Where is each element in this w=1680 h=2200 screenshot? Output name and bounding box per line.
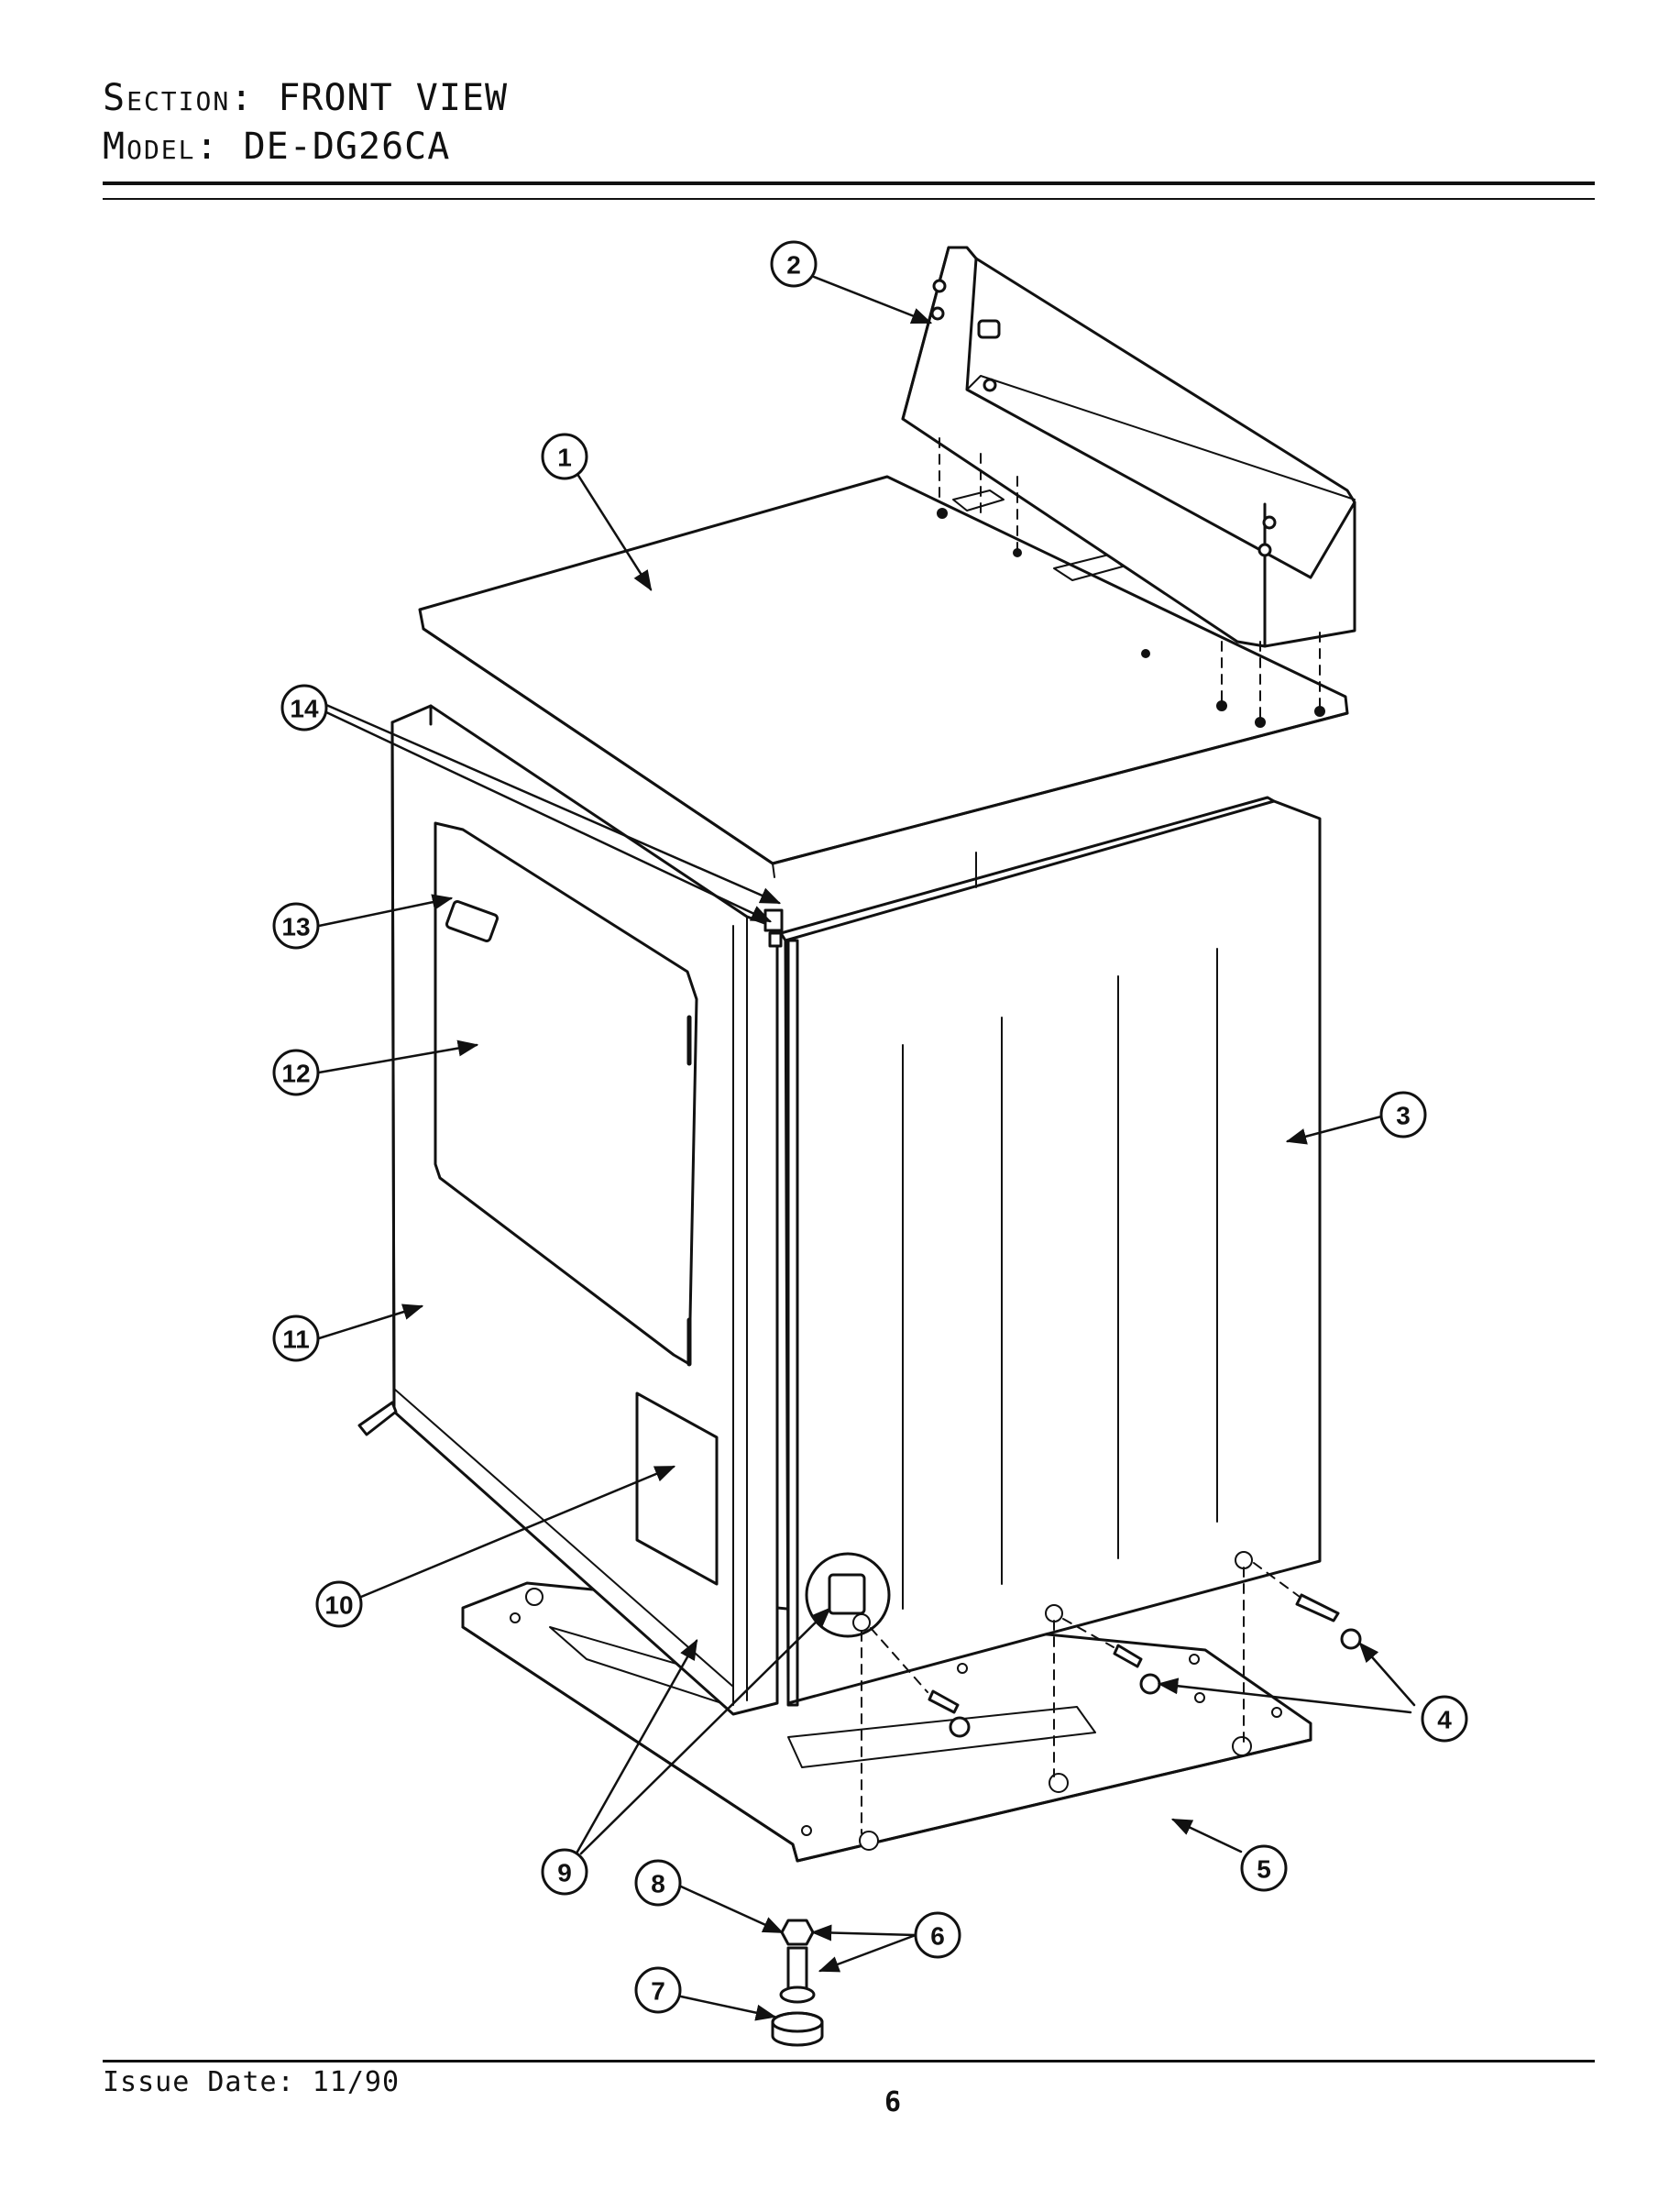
control-panel-part bbox=[901, 246, 1356, 648]
leader-5 bbox=[1170, 1818, 1243, 1854]
callout-circle-9 bbox=[541, 1848, 588, 1896]
section-line: Section: FRONT VIEW bbox=[103, 77, 508, 119]
leader-2 bbox=[812, 275, 933, 324]
rear-screws-part bbox=[928, 1593, 1362, 1738]
header-rule-thick bbox=[103, 182, 1595, 185]
leader-1 bbox=[574, 469, 653, 591]
leader-4b bbox=[1157, 1678, 1412, 1714]
callout-number-3: 3 bbox=[1396, 1102, 1411, 1130]
leader-12 bbox=[317, 1040, 479, 1074]
leader-7 bbox=[679, 1995, 777, 2021]
callout-number-8: 8 bbox=[651, 1870, 665, 1898]
model-line: Model: DE-DG26CA bbox=[103, 126, 450, 168]
leader-4a bbox=[1358, 1642, 1416, 1707]
callout-number-9: 9 bbox=[557, 1859, 572, 1887]
callout-circle-8 bbox=[634, 1859, 682, 1907]
callout-number-6: 6 bbox=[930, 1922, 945, 1951]
callout-number-11: 11 bbox=[282, 1326, 310, 1354]
page-number: 6 bbox=[884, 2086, 902, 2118]
callout-circle-3 bbox=[1379, 1091, 1427, 1138]
callout-circle-10 bbox=[315, 1580, 363, 1628]
section-label: Section: bbox=[103, 77, 255, 119]
leader-10 bbox=[359, 1465, 676, 1599]
callout-number-7: 7 bbox=[651, 1977, 665, 2006]
leader-11 bbox=[317, 1304, 424, 1340]
callout-number-1: 1 bbox=[557, 444, 572, 472]
leader-8 bbox=[679, 1885, 785, 1934]
callout-circle-1 bbox=[541, 433, 588, 480]
model-value: DE-DG26CA bbox=[243, 126, 451, 168]
callout-number-4: 4 bbox=[1437, 1706, 1452, 1734]
cabinet-part bbox=[779, 796, 1322, 1707]
leader-9a bbox=[576, 1639, 698, 1854]
callout-circle-12 bbox=[272, 1049, 320, 1096]
section-value: FRONT VIEW bbox=[278, 77, 509, 119]
header-rule-thin bbox=[103, 198, 1595, 200]
callout-number-14: 14 bbox=[290, 695, 319, 723]
leader-6a bbox=[810, 1924, 917, 1942]
leveling-leg-part bbox=[771, 1919, 824, 2047]
model-label: Model: bbox=[103, 126, 220, 168]
leader-14a bbox=[324, 710, 773, 923]
leader-14b bbox=[324, 703, 782, 905]
callout-circle-14 bbox=[280, 684, 328, 732]
callout-circle-2 bbox=[770, 240, 818, 288]
issue-date: Issue Date: 11/90 bbox=[103, 2066, 401, 2098]
callout-number-2: 2 bbox=[786, 251, 801, 280]
callout-circle-11 bbox=[272, 1314, 320, 1362]
callout-circle-6 bbox=[914, 1911, 961, 1959]
callout-number-13: 13 bbox=[281, 913, 310, 941]
callout-circle-5 bbox=[1240, 1844, 1288, 1892]
leader-9b bbox=[579, 1607, 831, 1855]
leader-6b bbox=[818, 1933, 917, 1973]
callout-number-10: 10 bbox=[324, 1591, 353, 1620]
footer-rule bbox=[103, 2060, 1595, 2062]
front-panel-part bbox=[357, 704, 784, 1716]
callout-circle-13 bbox=[272, 902, 320, 950]
callout-number-5: 5 bbox=[1257, 1855, 1271, 1884]
leader-13 bbox=[317, 894, 454, 928]
leader-3 bbox=[1285, 1115, 1383, 1145]
callout-circle-7 bbox=[634, 1966, 682, 2014]
callout-circle-4 bbox=[1421, 1695, 1468, 1743]
callout-number-12: 12 bbox=[281, 1060, 310, 1088]
